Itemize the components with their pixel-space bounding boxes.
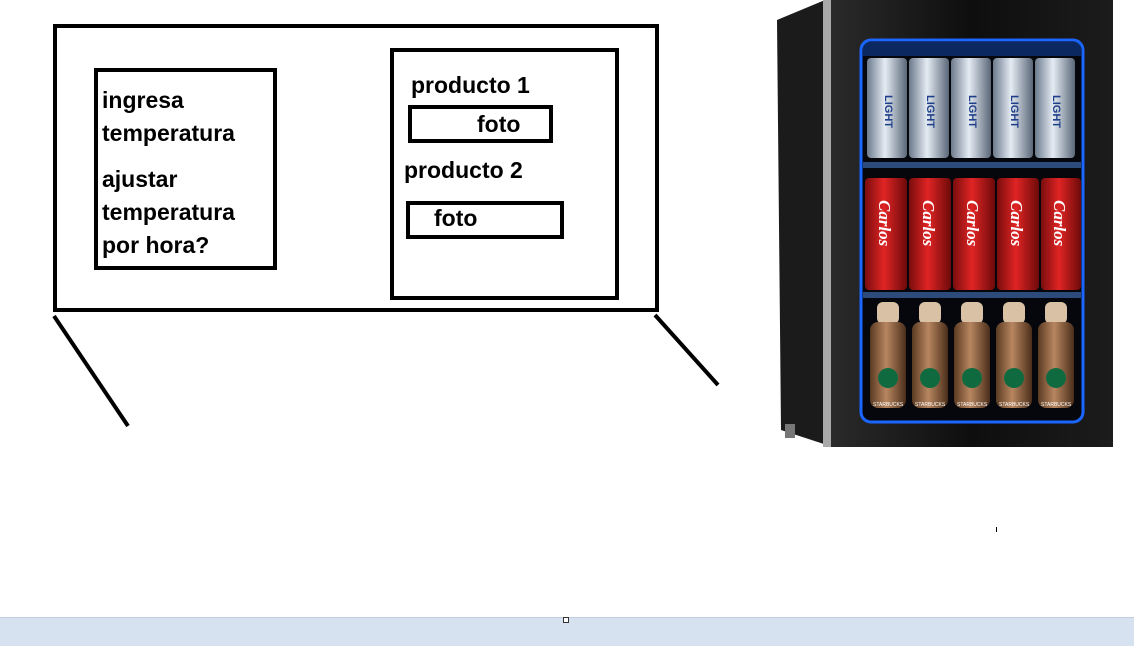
adjust-temperature-label-1[interactable]: ajustar xyxy=(102,166,178,192)
enter-temperature-label-1[interactable]: ingresa xyxy=(102,87,184,113)
product-1-label: producto 1 xyxy=(411,72,530,98)
stray-mark xyxy=(996,527,997,532)
can-brand-light-3: LIGHT xyxy=(966,95,978,128)
top-shelf-cans: LIGHT LIGHT LIGHT LIGHT LIGHT xyxy=(863,42,1081,158)
can-brand-light-2: LIGHT xyxy=(924,95,936,128)
product-1-photo-label: foto xyxy=(477,111,521,137)
fridge-foot-left xyxy=(785,424,795,438)
can-brand-carlos-5: Carlos xyxy=(1050,200,1069,247)
shelf-2 xyxy=(863,292,1081,298)
stand-leg-left xyxy=(52,314,130,428)
bottle-brand-5: STARBUCKS xyxy=(1041,402,1072,408)
fridge-side-panel xyxy=(777,0,833,447)
bottle-brand-1: STARBUCKS xyxy=(873,402,904,408)
can-brand-carlos-4: Carlos xyxy=(1007,200,1026,247)
fridge-door-frame xyxy=(823,0,831,447)
bottle-brand-3: STARBUCKS xyxy=(957,402,988,408)
adjust-temperature-label-2[interactable]: temperatura xyxy=(102,199,235,225)
adjust-temperature-label-3[interactable]: por hora? xyxy=(102,232,210,258)
products-panel xyxy=(390,48,619,300)
can-brand-carlos-3: Carlos xyxy=(963,200,982,247)
middle-shelf-cans: Carlos Carlos Carlos Carlos Carlos xyxy=(865,178,1081,290)
product-2-photo-button[interactable] xyxy=(406,201,564,239)
temperature-panel xyxy=(94,68,277,270)
can-brand-light-1: LIGHT xyxy=(882,95,894,128)
product-2-label: producto 2 xyxy=(404,157,523,183)
product-2-photo-label: foto xyxy=(434,205,478,231)
can-brand-carlos-1: Carlos xyxy=(875,200,894,247)
product-1-photo-button[interactable] xyxy=(408,105,553,143)
bottle-brand-2: STARBUCKS xyxy=(915,402,946,408)
can-brand-light-5: LIGHT xyxy=(1050,95,1062,128)
can-brand-carlos-2: Carlos xyxy=(919,200,938,247)
stand-leg-right xyxy=(653,313,720,387)
bottle-brand-4: STARBUCKS xyxy=(999,402,1030,408)
bottom-shelf-bottles: STARBUCKS STARBUCKS STARBUCKS STARBUCKS … xyxy=(870,302,1074,408)
resize-handle[interactable] xyxy=(563,617,569,623)
can-brand-light-4: LIGHT xyxy=(1008,95,1020,128)
shelf-1 xyxy=(863,162,1081,168)
beverage-fridge-image: LIGHT LIGHT LIGHT LIGHT LIGHT Carlos Car… xyxy=(777,0,1113,447)
enter-temperature-label-2[interactable]: temperatura xyxy=(102,120,235,146)
